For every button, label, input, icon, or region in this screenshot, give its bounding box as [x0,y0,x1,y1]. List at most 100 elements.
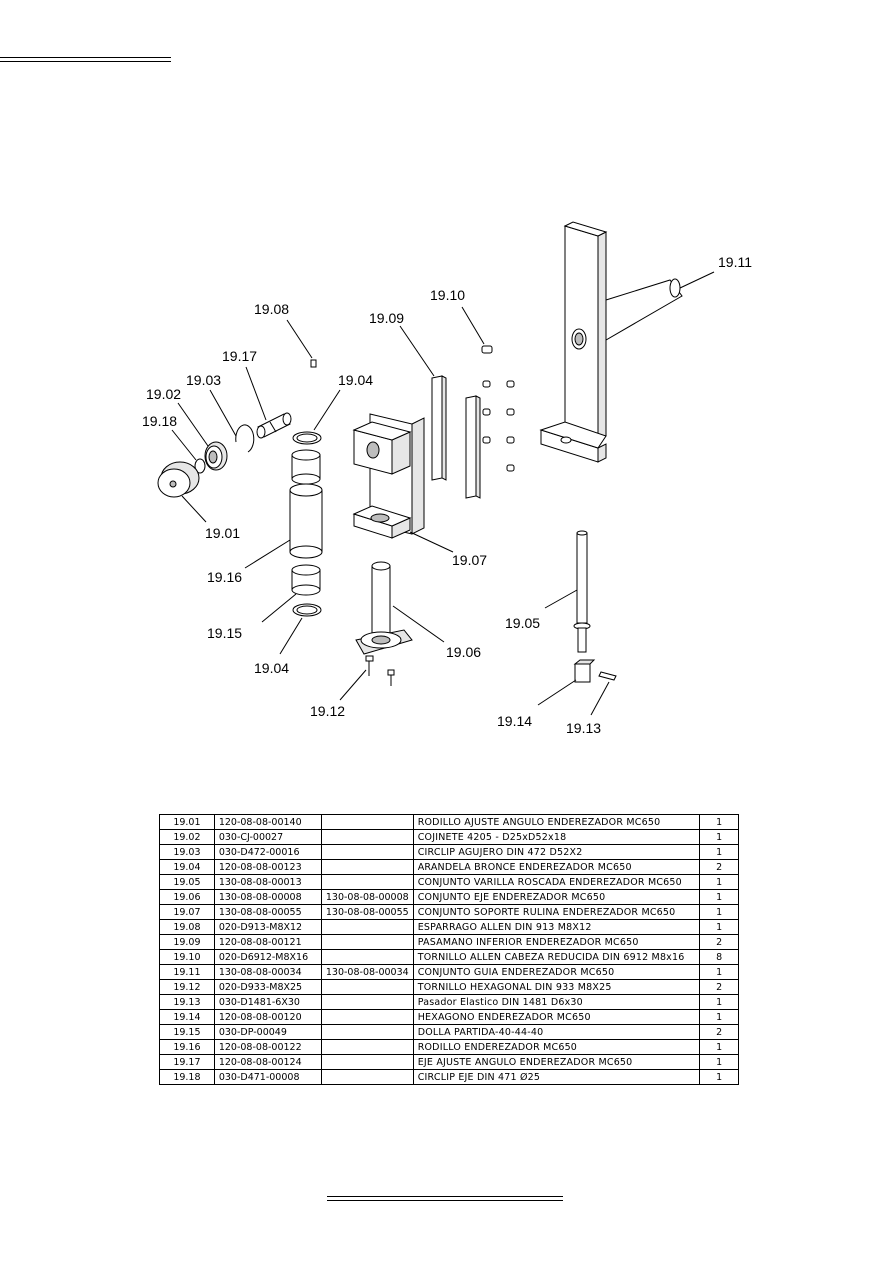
footer-rule-2 [327,1200,563,1201]
part-quantity: 1 [699,964,739,980]
part-alt-code [320,814,414,830]
part-19-15-bushing-top [291,449,321,485]
part-19-09-bars [431,375,481,499]
part-code: 120-08-08-00121 [213,934,322,950]
part-19-10-screws [481,345,515,472]
part-alt-code [320,874,414,890]
part-code: 030-D472-00016 [213,844,322,860]
part-code: 120-08-08-00124 [213,1054,322,1070]
part-19-12-bolts [365,655,395,686]
callout-19-13: 19.13 [566,720,601,736]
callout-19-17: 19.17 [222,348,257,364]
part-alt-code [320,919,414,935]
part-description: CONJUNTO VARILLA ROSCADA ENDEREZADOR MC6… [412,874,701,890]
callout-19-12: 19.12 [310,703,345,719]
part-quantity: 2 [699,979,739,995]
part-19-16-roller [289,483,323,559]
part-quantity: 1 [699,874,739,890]
part-19-15-bushing-bottom [291,564,321,596]
part-description: ESPARRAGO ALLEN DIN 913 M8X12 [412,919,701,935]
part-description: HEXAGONO ENDEREZADOR MC650 [412,1009,701,1025]
header-rule-1 [0,57,171,58]
part-19-14-hexagon [573,659,596,683]
part-alt-code [320,829,414,845]
part-description: RODILLO ENDEREZADOR MC650 [412,1039,701,1055]
part-alt-code: 130-08-08-00008 [320,889,414,905]
part-description: RODILLO AJUSTE ANGULO ENDEREZADOR MC650 [412,814,701,830]
part-code: 020-D913-M8X12 [213,919,322,935]
part-quantity: 1 [699,1069,739,1085]
part-code: 030-CJ-00027 [213,829,322,845]
callout-19-02: 19.02 [146,386,181,402]
part-description: TORNILLO HEXAGONAL DIN 933 M8X25 [412,979,701,995]
part-description: Pasador Elastico DIN 1481 D6x30 [412,994,701,1010]
part-19-07-support [352,413,425,539]
callout-19-04-bottom: 19.04 [254,660,289,676]
part-quantity: 1 [699,1039,739,1055]
part-quantity: 1 [699,994,739,1010]
header-rule-2 [0,61,171,62]
callout-19-08: 19.08 [254,301,289,317]
part-alt-code [320,934,414,950]
part-alt-code [320,859,414,875]
part-description: PASAMANO INFERIOR ENDEREZADOR MC650 [412,934,701,950]
part-19-01-roller [157,461,200,498]
exploded-view-diagram: 19.11 19.10 19.09 19.07 19.08 [142,221,752,736]
part-ref: 19.17 [159,1054,215,1070]
part-description: CONJUNTO EJE ENDEREZADOR MC650 [412,889,701,905]
part-ref: 19.18 [159,1069,215,1085]
part-19-17-shaft [256,412,292,439]
part-alt-code [320,1054,414,1070]
part-code: 130-08-08-00008 [213,889,322,905]
part-ref: 19.10 [159,949,215,965]
callout-19-03: 19.03 [186,372,221,388]
part-quantity: 2 [699,1024,739,1040]
part-quantity: 8 [699,949,739,965]
part-ref: 19.16 [159,1039,215,1055]
part-code: 120-08-08-00120 [213,1009,322,1025]
callout-19-09: 19.09 [369,310,404,326]
part-alt-code [320,844,414,860]
part-alt-code: 130-08-08-00034 [320,964,414,980]
callout-19-11: 19.11 [718,254,752,270]
callout-19-04-top: 19.04 [338,372,373,388]
part-quantity: 1 [699,919,739,935]
part-description: ARANDELA BRONCE ENDEREZADOR MC650 [412,859,701,875]
part-19-18-circlip [194,458,206,474]
part-alt-code [320,979,414,995]
part-ref: 19.14 [159,1009,215,1025]
part-quantity: 1 [699,889,739,905]
callout-19-10: 19.10 [430,287,465,303]
part-quantity: 1 [699,814,739,830]
part-description: TORNILLO ALLEN CABEZA REDUCIDA DIN 6912 … [412,949,701,965]
part-19-05-threaded-rod [573,530,591,653]
callout-19-18: 19.18 [142,413,177,429]
callout-19-01: 19.01 [205,525,240,541]
part-ref: 19.06 [159,889,215,905]
part-alt-code: 130-08-08-00055 [320,904,414,920]
footer-rule-1 [327,1196,563,1197]
part-quantity: 2 [699,934,739,950]
part-ref: 19.07 [159,904,215,920]
part-ref: 19.12 [159,979,215,995]
part-code: 030-DP-00049 [213,1024,322,1040]
part-alt-code [320,949,414,965]
part-alt-code [320,1039,414,1055]
part-ref: 19.02 [159,829,215,845]
part-description: CONJUNTO GUIA ENDEREZADOR MC650 [412,964,701,980]
part-19-08-setscrew [310,359,317,368]
part-quantity: 2 [699,859,739,875]
